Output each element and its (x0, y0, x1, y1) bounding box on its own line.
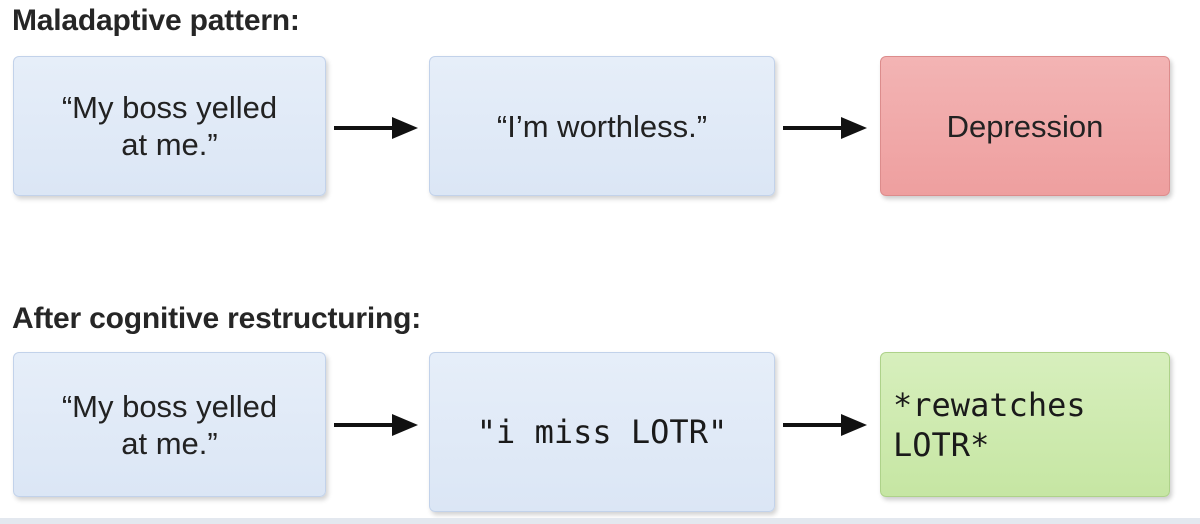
arrow-right-icon (334, 117, 418, 139)
arrow-right-icon (783, 117, 867, 139)
row1-thought-box: “I’m worthless.” (429, 56, 775, 196)
row2-outcome-text: *rewatches LOTR* (893, 386, 1086, 464)
row1-event-text: “My boss yelled at me.” (61, 90, 278, 162)
row1-thought-text: “I’m worthless.” (496, 108, 708, 144)
row2-event-text: “My boss yelled at me.” (61, 388, 278, 461)
row2-thought-box: "i miss LOTR" (429, 352, 775, 512)
row2-outcome-box: *rewatches LOTR* (880, 352, 1170, 497)
row1-heading: Maladaptive pattern: (12, 4, 300, 37)
bottom-divider (0, 518, 1200, 524)
row2-thought-text: "i miss LOTR" (476, 413, 728, 451)
row2-heading: After cognitive restructuring: (12, 302, 422, 335)
row2-event-box: “My boss yelled at me.” (13, 352, 326, 497)
row1-outcome-text: Depression (946, 108, 1104, 144)
arrow-right-icon (334, 414, 418, 436)
row1-event-box: “My boss yelled at me.” (13, 56, 326, 196)
arrow-right-icon (783, 414, 867, 436)
row1-outcome-box: Depression (880, 56, 1170, 196)
